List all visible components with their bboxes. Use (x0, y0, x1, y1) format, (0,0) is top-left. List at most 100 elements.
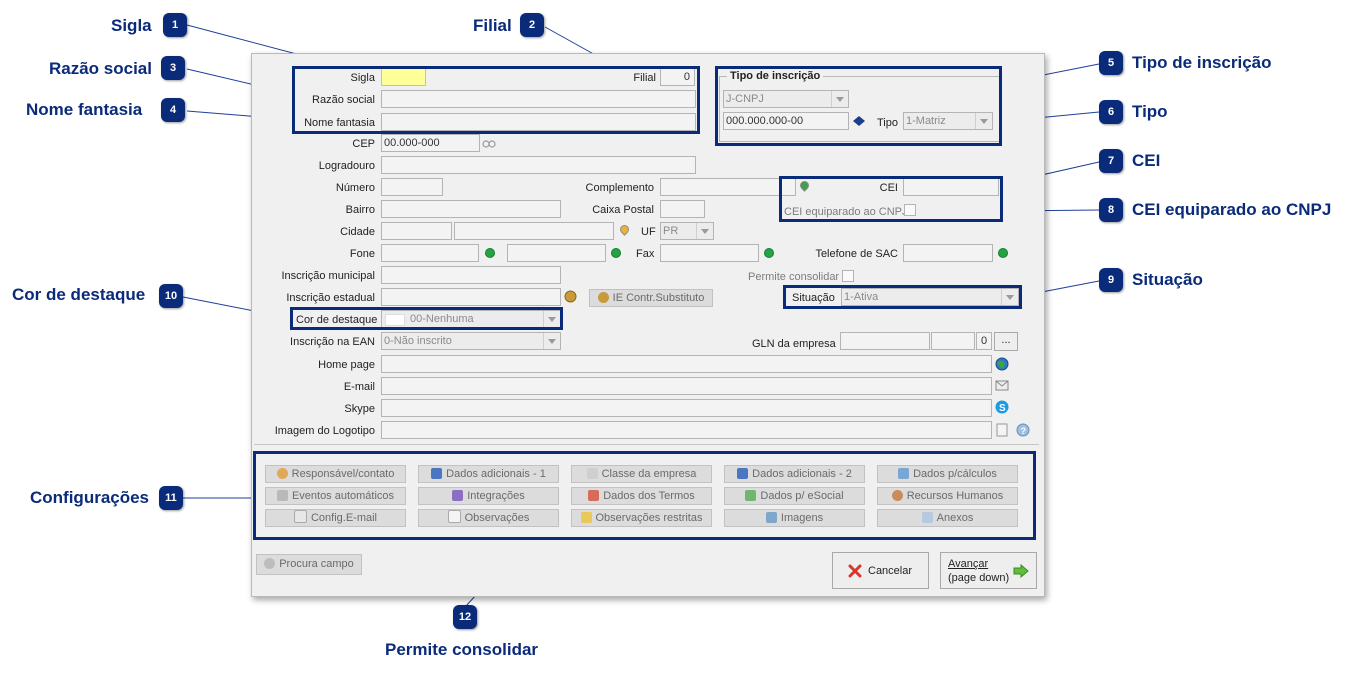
annotation-consolidar-label: Permite consolidar (385, 640, 539, 659)
annotation-badge-12: 12 (453, 605, 477, 629)
cei-equiparado-checkbox[interactable] (904, 204, 916, 216)
highlight-tipo-inscricao (715, 66, 1002, 146)
situacao-label: Situação (792, 292, 835, 304)
gln-browse-button[interactable]: ... (994, 332, 1018, 351)
nome-fantasia-input[interactable] (381, 113, 696, 131)
gln-input-1[interactable] (840, 332, 930, 350)
nome-fantasia-label: Nome fantasia (304, 117, 375, 129)
cidade-label: Cidade (340, 226, 375, 238)
permite-consolidar-checkbox[interactable] (842, 270, 854, 282)
annotation-badge-4: 4 (161, 98, 185, 122)
annotation-badge-1: 1 (163, 13, 187, 37)
edit-icon (431, 468, 443, 479)
responsavel-contato-button[interactable]: Responsável/contato (265, 465, 406, 483)
arrow-right-icon (1013, 564, 1029, 578)
uf-select[interactable]: PR (660, 222, 714, 240)
receita-federal-icon[interactable] (852, 115, 866, 127)
caixa-postal-label: Caixa Postal (592, 204, 654, 216)
highlight-cor-destaque (290, 307, 563, 330)
chevron-down-icon (1001, 289, 1018, 305)
globe-icon[interactable] (995, 357, 1009, 371)
recursos-humanos-button[interactable]: Recursos Humanos (877, 487, 1018, 505)
inscricao-estadual-input[interactable] (381, 288, 561, 306)
avancar-sub-label: (page down) (948, 572, 1010, 584)
anexos-button[interactable]: Anexos (877, 509, 1018, 527)
config-email-button[interactable]: Config.E-mail (265, 509, 406, 527)
button-label: Classe da empresa (601, 468, 697, 480)
esocial-icon (745, 490, 757, 501)
observacoes-button[interactable]: Observações (418, 509, 559, 527)
user-icon (276, 468, 288, 479)
caixa-postal-input[interactable] (660, 200, 705, 218)
home-page-label: Home page (318, 359, 375, 371)
envelope-icon[interactable] (995, 379, 1009, 391)
inscricao-municipal-input[interactable] (381, 266, 561, 284)
cnpj-input[interactable]: 000.000.000-00 (723, 112, 849, 130)
gln-digit-input[interactable]: 0 (976, 332, 992, 350)
avancar-button[interactable]: Avançar (page down) (940, 552, 1037, 589)
bairro-input[interactable] (381, 200, 561, 218)
situacao-select[interactable]: 1-Ativa (841, 288, 1019, 306)
filial-label: Filial (633, 72, 656, 84)
numero-label: Número (335, 182, 375, 194)
cei-label: CEI (879, 182, 898, 194)
tipo-select[interactable]: 1-Matriz (903, 112, 993, 130)
whatsapp-icon[interactable] (485, 248, 495, 258)
binoculars-icon (264, 558, 276, 569)
numero-input[interactable] (381, 178, 443, 196)
fone-input[interactable] (381, 244, 479, 262)
complemento-input[interactable] (660, 178, 796, 196)
whatsapp-icon[interactable] (998, 248, 1008, 258)
cidade-code-input[interactable] (381, 222, 452, 240)
imagem-logotipo-input[interactable] (381, 421, 992, 439)
binoculars-icon[interactable] (482, 137, 496, 149)
eventos-automaticos-button[interactable]: Eventos automáticos (265, 487, 406, 505)
home-page-input[interactable] (381, 355, 992, 373)
inscricao-ean-select[interactable]: 0-Não inscrito (381, 332, 561, 350)
cidade-name-input[interactable] (454, 222, 614, 240)
razao-social-input[interactable] (381, 90, 696, 108)
procura-campo-button[interactable]: Procura campo (256, 554, 362, 575)
skype-icon[interactable]: S (995, 400, 1009, 414)
annotation-badge-2: 2 (520, 13, 544, 37)
procura-campo-label: Procura campo (279, 558, 354, 570)
dados-calculos-button[interactable]: Dados p/cálculos (877, 465, 1018, 483)
whatsapp-icon[interactable] (764, 248, 774, 258)
button-label: Config.E-mail (310, 512, 378, 524)
document-icon[interactable] (996, 423, 1008, 437)
fone2-input[interactable] (507, 244, 606, 262)
help-icon[interactable]: ? (1016, 423, 1030, 437)
dados-adicionais-2-button[interactable]: Dados adicionais - 2 (724, 465, 865, 483)
annotation-badge-9: 9 (1099, 268, 1123, 292)
cancelar-button[interactable]: Cancelar (832, 552, 929, 589)
svg-text:?: ? (1021, 426, 1027, 436)
gln-input-2[interactable] (931, 332, 975, 350)
chevron-down-icon (696, 223, 713, 239)
classe-empresa-button[interactable]: Classe da empresa (571, 465, 712, 483)
logradouro-input[interactable] (381, 156, 696, 174)
cep-input[interactable]: 00.000-000 (381, 134, 480, 152)
email-input[interactable] (381, 377, 992, 395)
permite-consolidar-label: Permite consolidar (748, 271, 840, 283)
chevron-down-icon (543, 311, 560, 327)
avancar-label: Avançar (948, 558, 989, 570)
fax-input[interactable] (660, 244, 759, 262)
coins-icon[interactable] (564, 290, 577, 303)
tipo-inscricao-select[interactable]: J-CNPJ (723, 90, 849, 108)
annotation-badge-10: 10 (159, 284, 183, 308)
whatsapp-icon[interactable] (611, 248, 621, 258)
skype-input[interactable] (381, 399, 992, 417)
dados-esocial-button[interactable]: Dados p/ eSocial (724, 487, 865, 505)
uf-label: UF (641, 226, 656, 238)
integracoes-button[interactable]: Integrações (418, 487, 559, 505)
observacoes-restritas-button[interactable]: Observações restritas (571, 509, 712, 527)
imagens-button[interactable]: Imagens (724, 509, 865, 527)
dados-adicionais-1-button[interactable]: Dados adicionais - 1 (418, 465, 559, 483)
skype-label: Skype (344, 403, 375, 415)
dados-termos-button[interactable]: Dados dos Termos (571, 487, 712, 505)
document-edit-icon (588, 490, 600, 501)
ie-contr-substituto-button[interactable]: IE Contr.Substituto (589, 289, 713, 307)
telefone-sac-input[interactable] (903, 244, 993, 262)
sigla-label: Sigla (350, 72, 375, 84)
inscricao-ean-label: Inscrição na EAN (290, 336, 375, 348)
